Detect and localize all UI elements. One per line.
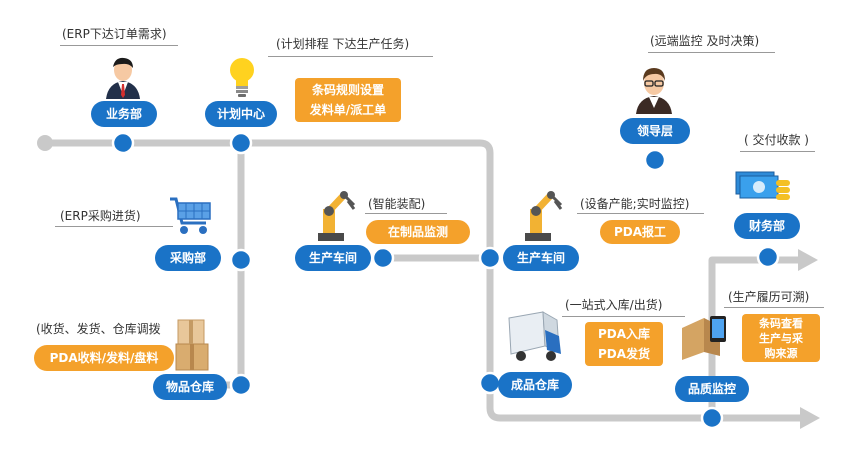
- tag-line: 购来源: [764, 347, 798, 360]
- node-quality: 品质监控: [675, 376, 749, 402]
- node-workshop-2: 生产车间: [503, 245, 579, 271]
- caption-erp-order: (ERP下达订单需求): [62, 27, 167, 41]
- delivery-truck-icon: [508, 311, 561, 361]
- main-track: [41, 139, 804, 422]
- robot-arm-icon: [525, 191, 563, 241]
- caption-receive: (收货、发货、仓库调拨: [36, 322, 161, 336]
- caption-divider: [740, 151, 815, 152]
- boxes-icon: [175, 319, 209, 371]
- caption-payment: ( 交付收款 ): [744, 133, 809, 147]
- caption-remote: (远端监控 及时决策): [650, 34, 760, 48]
- tag-wip: 在制品监测: [366, 220, 470, 244]
- caption-divider: [577, 213, 704, 214]
- caption-onestop: (一站式入库/出货): [565, 298, 663, 312]
- caption-erp-purchase: (ERP采购进货): [60, 209, 141, 223]
- caption-assembly: (智能装配): [368, 197, 426, 211]
- tag-pda-in-out: PDA入库 PDA发货: [585, 322, 663, 366]
- tablet-box-icon: [682, 316, 726, 360]
- money-icon: [735, 171, 790, 200]
- node-workshop-1: 生产车间: [295, 245, 371, 271]
- tag-pda-receive: PDA收料/发料/盘料: [34, 345, 174, 371]
- shopping-cart-icon: [170, 197, 211, 234]
- caption-divider: [562, 316, 685, 317]
- caption-capacity: (设备产能;实时监控): [580, 197, 690, 211]
- node-leader: 领导层: [620, 118, 690, 144]
- caption-divider: [268, 56, 433, 57]
- robot-arm-icon: [318, 191, 356, 241]
- node-warehouse: 物品仓库: [153, 374, 227, 400]
- node-finance: 财务部: [734, 213, 800, 239]
- caption-divider: [365, 213, 447, 214]
- caption-plan-task: (计划排程 下达生产任务): [276, 37, 410, 51]
- caption-trace: (生产履历可溯): [728, 290, 810, 304]
- caption-divider: [724, 307, 824, 308]
- node-business: 业务部: [91, 101, 157, 127]
- leader-icon: [636, 68, 672, 114]
- tag-line: 条码查看: [759, 317, 803, 330]
- tag-line: 发料单/派工单: [309, 103, 387, 117]
- tag-barcode-query: 条码查看 生产与采 购来源: [742, 314, 820, 362]
- node-planning: 计划中心: [205, 101, 277, 127]
- node-finished: 成品仓库: [498, 372, 572, 398]
- tag-line: 条码规则设置: [311, 83, 384, 97]
- caption-divider: [648, 52, 775, 53]
- businessman-icon: [106, 57, 140, 99]
- tag-line: PDA发货: [597, 347, 651, 361]
- tag-pda-report: PDA报工: [600, 220, 680, 244]
- tag-line: 生产与采: [759, 332, 803, 345]
- node-purchase: 采购部: [155, 245, 221, 271]
- caption-divider: [55, 226, 173, 227]
- tag-line: PDA入库: [597, 327, 651, 341]
- lightbulb-icon: [230, 58, 254, 97]
- caption-divider: [60, 45, 178, 46]
- tag-barcode-dispatch: 条码规则设置 发料单/派工单: [295, 78, 401, 122]
